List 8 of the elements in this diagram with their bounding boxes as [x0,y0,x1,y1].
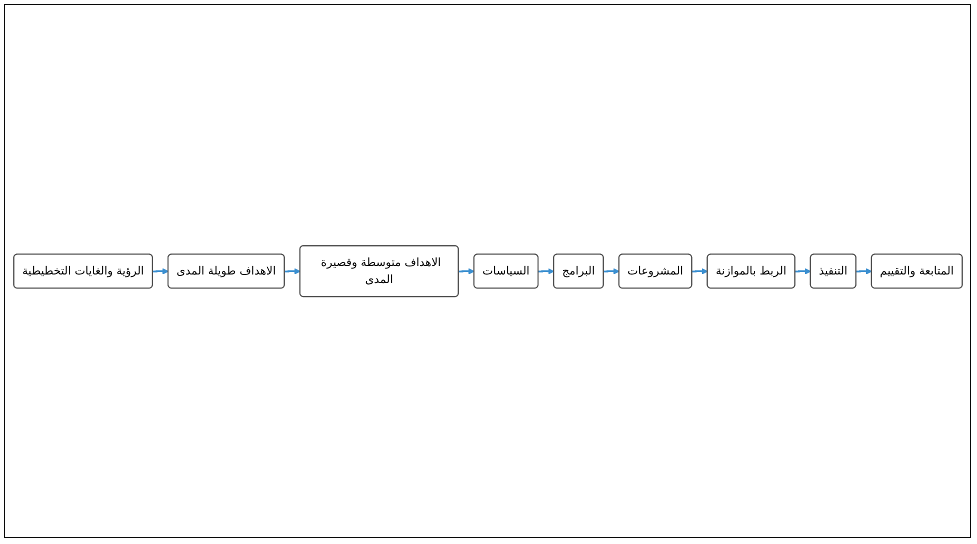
arrow [458,268,474,274]
arrow [538,268,554,274]
arrow [284,268,300,274]
arrow [603,268,620,274]
arrow [794,268,811,274]
arrow [152,268,168,274]
arrow [856,268,872,274]
arrow [692,268,708,274]
